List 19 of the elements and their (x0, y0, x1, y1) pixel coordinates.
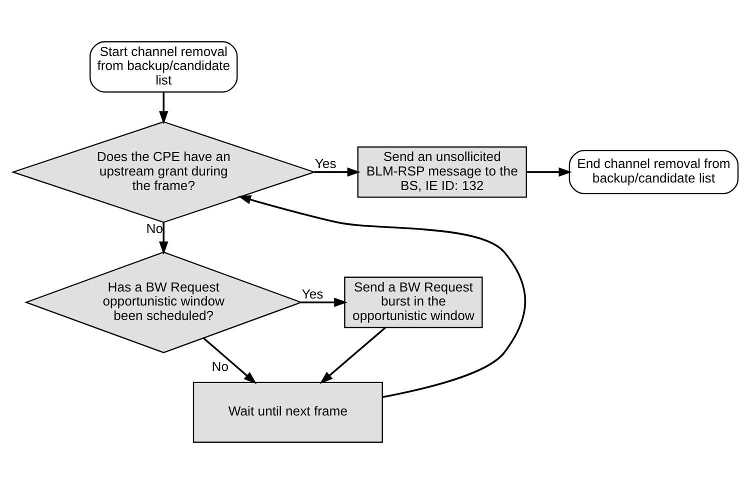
arrow (159, 222, 168, 254)
node-diamond: Does the CPE have an upstream grant during the frame? (11, 120, 316, 222)
arrow (314, 166, 360, 176)
node-box: Send an unsollicited BLM-RSP message to the BS, IE ID: 132 (357, 146, 527, 198)
node-box: Send a BW Request burst in the opportunistic window (344, 276, 483, 328)
arrow (238, 194, 526, 398)
node-diamond: Has a BW Request opportunistic window been scheduled? (24, 251, 303, 353)
edge-label: Yes (314, 156, 336, 171)
arrow (320, 326, 386, 384)
node-box: Wait until next frame (192, 381, 383, 442)
arrow (526, 166, 572, 176)
edge-label: No (146, 220, 164, 236)
edge-label: Yes (302, 286, 324, 302)
node-box: Start channel removal from backup/candidate list (90, 40, 238, 92)
arrow (159, 92, 168, 124)
node-box: End channel removal from backup/candidate list (568, 149, 739, 194)
arrow (301, 297, 348, 306)
edge-label: No (212, 358, 229, 374)
arrow (203, 337, 257, 384)
